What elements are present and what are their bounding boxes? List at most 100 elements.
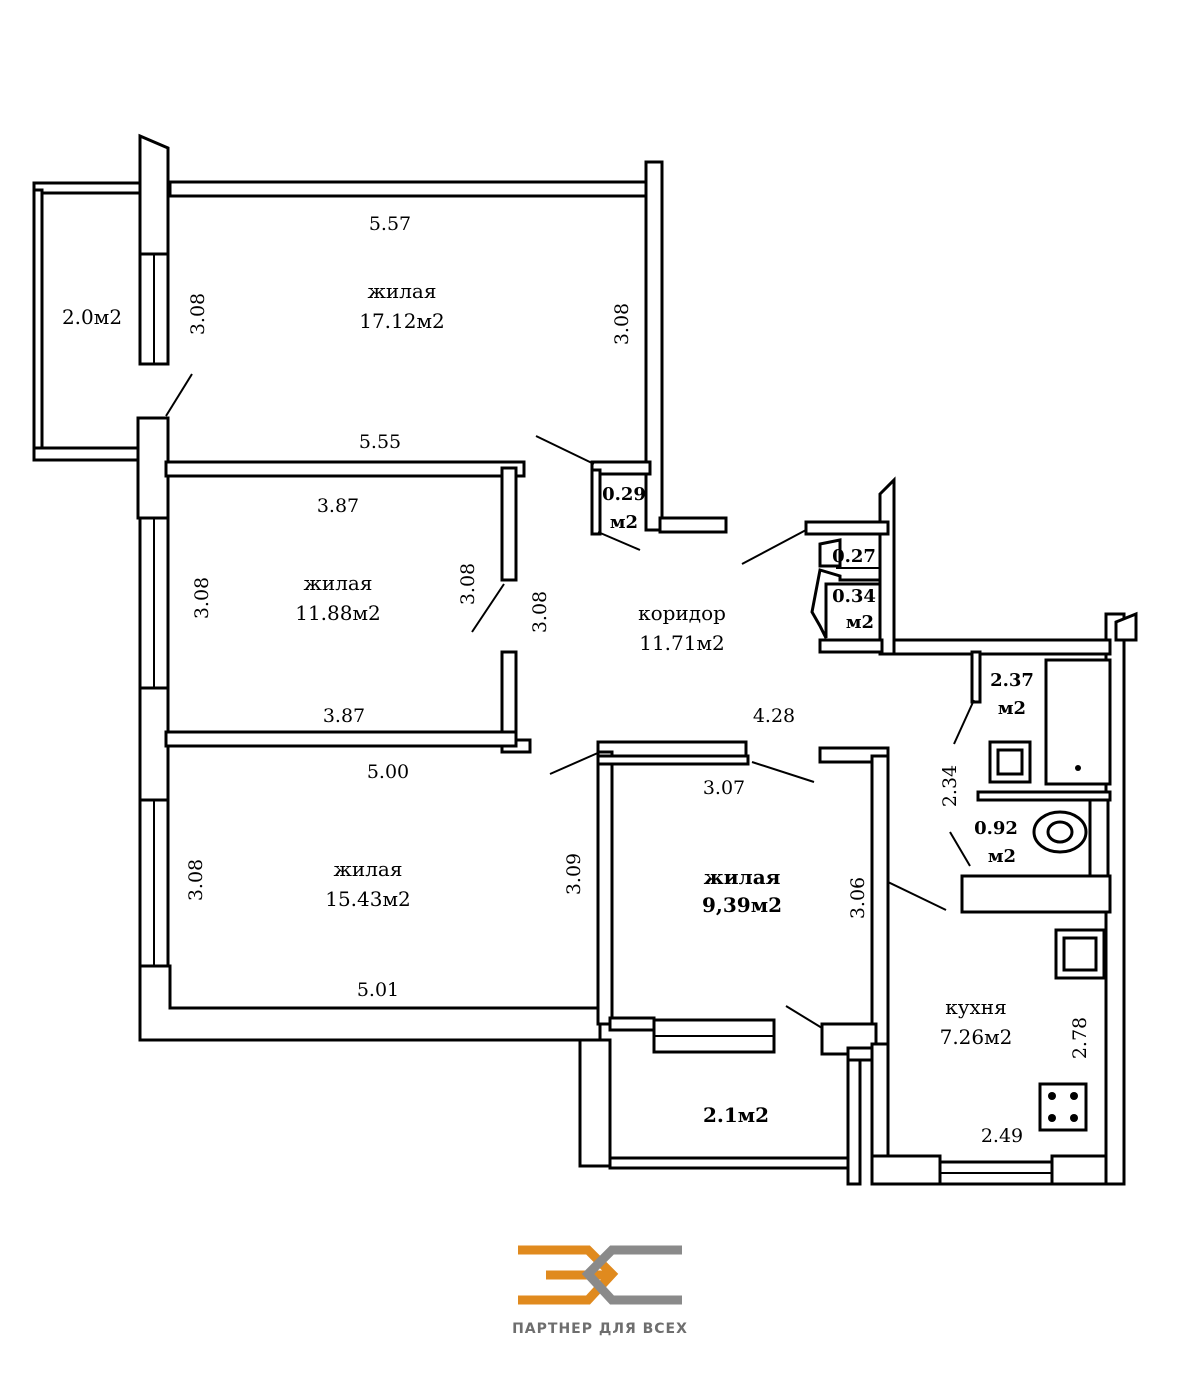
fixtures — [988, 658, 1112, 1132]
room-area: 15.43м2 — [325, 887, 411, 911]
stove-burner — [1070, 1092, 1078, 1100]
balcony-area: 2.1м2 — [703, 1103, 769, 1127]
door — [597, 531, 641, 551]
dimension-label: 3.08 — [529, 591, 551, 633]
room-name: жилая — [334, 857, 403, 881]
wall — [32, 446, 144, 462]
wall — [168, 180, 664, 198]
room-area: 7.26м2 — [940, 1025, 1013, 1049]
room-name: кухня — [945, 995, 1007, 1019]
dimension-label: 5.55 — [359, 431, 401, 453]
wall — [32, 188, 44, 452]
dimension-label: 3.08 — [187, 293, 209, 335]
wall — [596, 754, 750, 766]
toilet-area-unit: м2 — [988, 846, 1016, 867]
wall — [608, 1016, 656, 1032]
wall — [878, 638, 1112, 656]
dimension-label: 3.09 — [563, 853, 585, 895]
wall — [164, 730, 518, 748]
wall — [810, 568, 882, 639]
wall — [818, 538, 842, 568]
wall — [590, 460, 652, 476]
wall — [608, 1156, 860, 1170]
dimension-label: 5.57 — [369, 213, 411, 235]
door — [953, 699, 975, 745]
dimension-label: 5.00 — [367, 761, 409, 783]
wall — [164, 460, 526, 478]
dimension-label: 3.87 — [323, 705, 365, 727]
bathroom-sink — [996, 748, 1024, 776]
stove-burner — [1048, 1092, 1056, 1100]
wall — [596, 750, 614, 1026]
wall — [138, 133, 170, 257]
toilet-area: 0.92 — [974, 818, 1018, 839]
wall — [1088, 798, 1110, 878]
wall — [500, 466, 518, 582]
door — [549, 751, 601, 775]
closet-area-unit: м2 — [610, 512, 638, 533]
wall — [590, 468, 602, 536]
wall — [644, 160, 664, 532]
door — [165, 373, 193, 417]
wall — [136, 416, 170, 520]
company-logo: ПАРТНЕР ДЛЯ ВСЕХ — [512, 1245, 688, 1337]
wall — [878, 476, 896, 656]
wall — [818, 638, 884, 654]
door — [741, 529, 807, 565]
wall — [846, 1050, 862, 1186]
room-area: 11.71м2 — [639, 631, 725, 655]
balcony-area: 2.0м2 — [62, 305, 122, 329]
door — [535, 435, 595, 465]
stove — [1038, 1082, 1088, 1132]
stove-burner — [1048, 1114, 1056, 1122]
wall — [138, 686, 170, 802]
door — [887, 881, 947, 911]
wall — [804, 520, 890, 536]
closet-area: 0.27 — [832, 546, 876, 567]
door — [785, 1005, 823, 1029]
wall — [970, 650, 982, 704]
wall — [578, 1038, 612, 1168]
toilet-fixture — [1046, 820, 1074, 844]
door — [751, 761, 815, 783]
room-name: жилая — [368, 279, 437, 303]
bathroom-area-unit: м2 — [998, 698, 1026, 719]
room-name: жилая — [304, 571, 373, 595]
stove-burner — [1070, 1114, 1078, 1122]
dimension-label: 3.08 — [191, 577, 213, 619]
room-labels: жилая 17.12м2 жилая 11.88м2 жилая 15.43м… — [62, 279, 1034, 1127]
room-name: жилая — [704, 865, 781, 889]
room-area: 9,39м2 — [702, 893, 782, 917]
dimension-label: 3.08 — [611, 303, 633, 345]
room-area: 11.88м2 — [295, 601, 381, 625]
wall — [32, 181, 144, 195]
bathtub-drain — [1075, 765, 1081, 771]
wall — [870, 754, 890, 1050]
dimension-label: 5.01 — [357, 979, 399, 1001]
dimension-label: 2.49 — [981, 1125, 1023, 1147]
wall — [1114, 611, 1138, 642]
wall — [870, 1154, 942, 1186]
wall — [596, 740, 748, 758]
dimension-label: 4.28 — [753, 705, 795, 727]
closet-area-unit: м2 — [846, 612, 874, 633]
bathroom-area: 2.37 — [990, 670, 1034, 691]
dimension-label: 3.08 — [185, 859, 207, 901]
logo-mark-gray — [581, 1245, 682, 1305]
doors — [165, 373, 975, 1029]
logo-mark-orange — [518, 1245, 619, 1305]
door — [471, 583, 505, 633]
kitchen-sink — [1062, 936, 1098, 972]
dimension-label: 3.06 — [847, 877, 869, 919]
logo-caption: ПАРТНЕР ДЛЯ ВСЕХ — [512, 1321, 688, 1337]
bathtub — [1044, 658, 1112, 786]
wall — [870, 1042, 890, 1166]
wall — [138, 964, 602, 1042]
dimension-label: 2.78 — [1069, 1017, 1091, 1059]
dimension-label: 3.08 — [457, 563, 479, 605]
dimension-labels: 5.57 5.55 3.08 3.08 3.87 3.87 3.08 3.08 … — [185, 213, 1091, 1147]
door — [949, 831, 971, 867]
dimension-label: 3.87 — [317, 495, 359, 517]
room-area: 17.12м2 — [359, 309, 445, 333]
